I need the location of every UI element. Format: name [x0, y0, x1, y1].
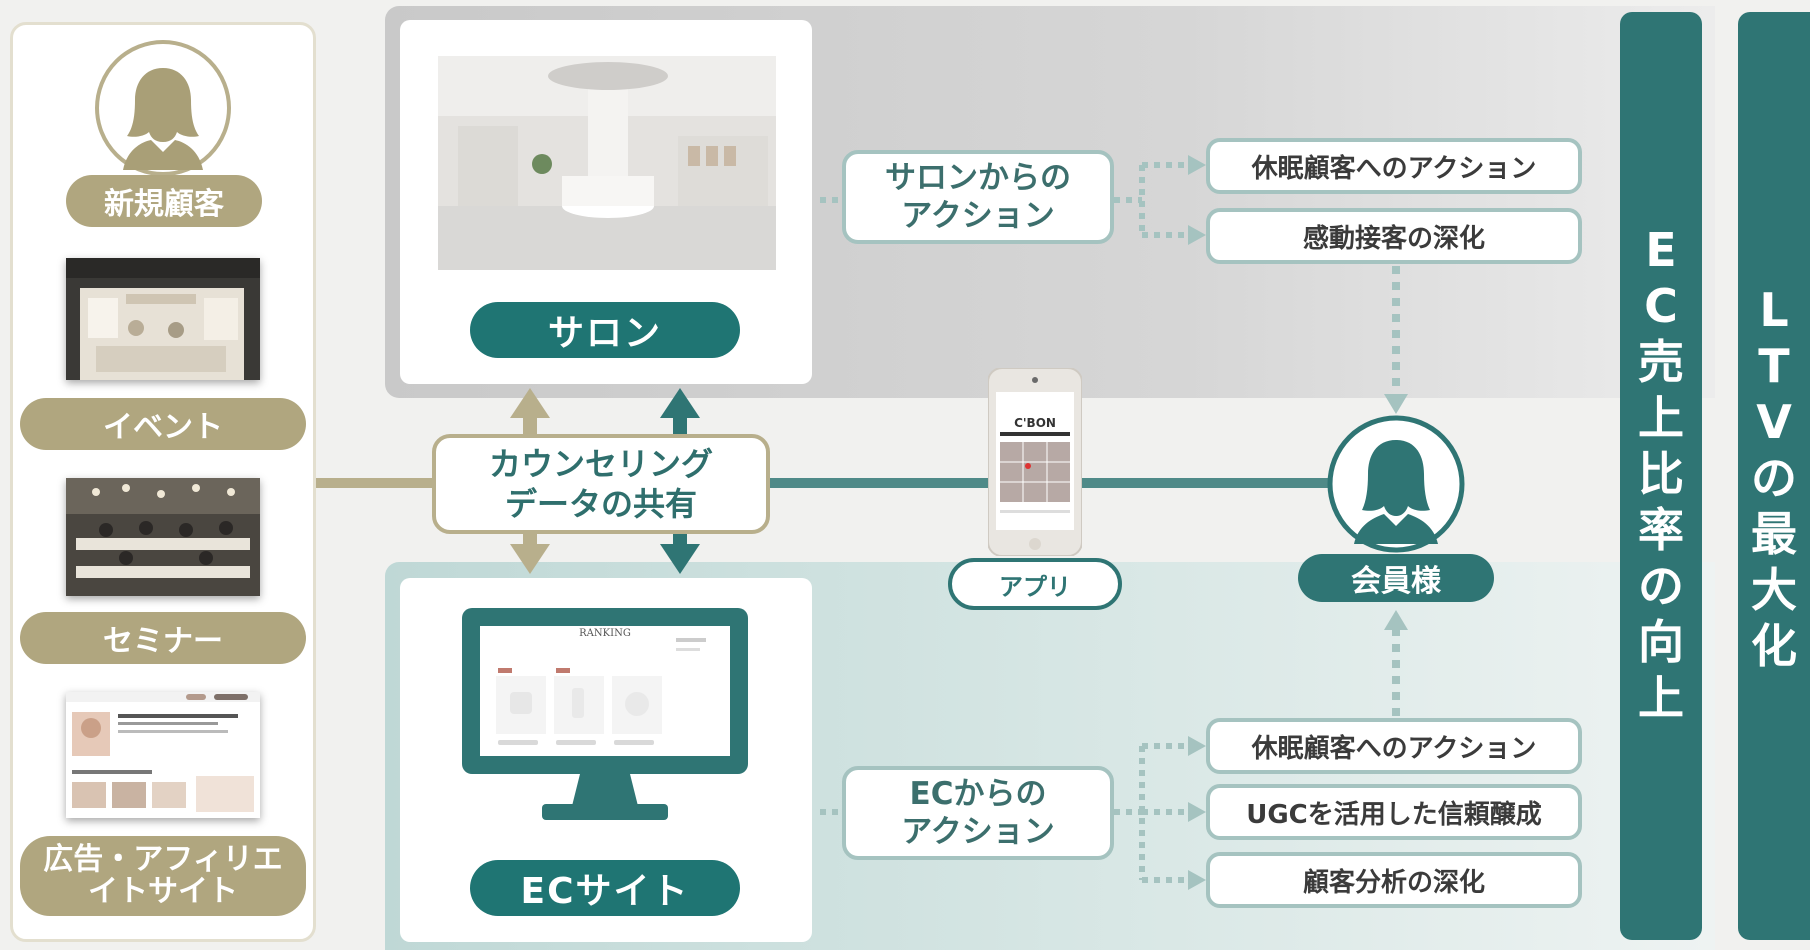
app-screen-brand: C'BON: [1014, 416, 1056, 430]
goal-ec-char: 上: [1638, 391, 1684, 445]
goal-ltv-bar: L T V の 最 大 化: [1738, 12, 1810, 940]
ec-result-dormant: 休眠顧客へのアクション: [1206, 718, 1582, 774]
ec-screen-heading: RANKING: [579, 628, 631, 639]
member-label: 会員様: [1298, 554, 1494, 602]
affiliate-label: 広告・アフィリエ イトサイト: [20, 836, 306, 916]
salon-label: サロン: [470, 302, 740, 358]
goal-ec-char: 率: [1638, 503, 1684, 557]
goal-ltv-char: 最: [1751, 507, 1797, 561]
counseling-box: カウンセリング データの共有: [432, 434, 770, 534]
goal-ltv-char: 大: [1751, 563, 1797, 617]
new-customer-avatar: [93, 38, 233, 178]
seminar-photo: [66, 478, 260, 596]
salon-action-box: サロンからの アクション: [842, 150, 1114, 244]
ec-action-branches: [1114, 743, 1188, 883]
seminar-label: セミナー: [20, 612, 306, 664]
ec-result-analysis: 顧客分析の深化: [1206, 852, 1582, 908]
new-customer-label: 新規顧客: [66, 175, 262, 227]
member-silhouette-icon: [1327, 415, 1465, 553]
goal-ec-char: の: [1638, 559, 1684, 613]
goal-ec-char: 上: [1638, 671, 1684, 725]
affiliate-site-screenshot: [66, 692, 260, 818]
app-label: アプリ: [948, 558, 1122, 610]
event-photo: [66, 258, 260, 380]
goal-ec-char: C: [1644, 279, 1678, 333]
ec-action-box: ECからの アクション: [842, 766, 1114, 860]
goal-ec-char: E: [1645, 223, 1677, 277]
goal-ec-char: 比: [1638, 447, 1684, 501]
salon-result-dormant: 休眠顧客へのアクション: [1206, 138, 1582, 194]
goal-ltv-char: L: [1759, 283, 1789, 337]
goal-ltv-char: V: [1756, 395, 1792, 449]
ec-monitor: [462, 608, 748, 828]
event-label: イベント: [20, 398, 306, 450]
goal-ec-char: 向: [1638, 615, 1684, 669]
member-avatar: [1326, 414, 1466, 554]
goal-ltv-char: T: [1758, 339, 1790, 393]
ec-result-ugc: UGCを活用した信頼醸成: [1206, 784, 1582, 840]
salon-result-hospitality: 感動接客の深化: [1206, 208, 1582, 264]
goal-ltv-char: の: [1751, 451, 1797, 505]
woman-silhouette-icon: [95, 40, 231, 176]
goal-ec-ratio-bar: E C 売 上 比 率 の 向 上: [1620, 12, 1702, 940]
goal-ltv-char: 化: [1751, 619, 1797, 673]
ec-site-label: ECサイト: [470, 860, 740, 916]
goal-ec-char: 売: [1638, 335, 1684, 389]
salon-action-branches: [1114, 162, 1188, 238]
app-phone: [987, 367, 1083, 557]
salon-photo: [438, 56, 776, 270]
